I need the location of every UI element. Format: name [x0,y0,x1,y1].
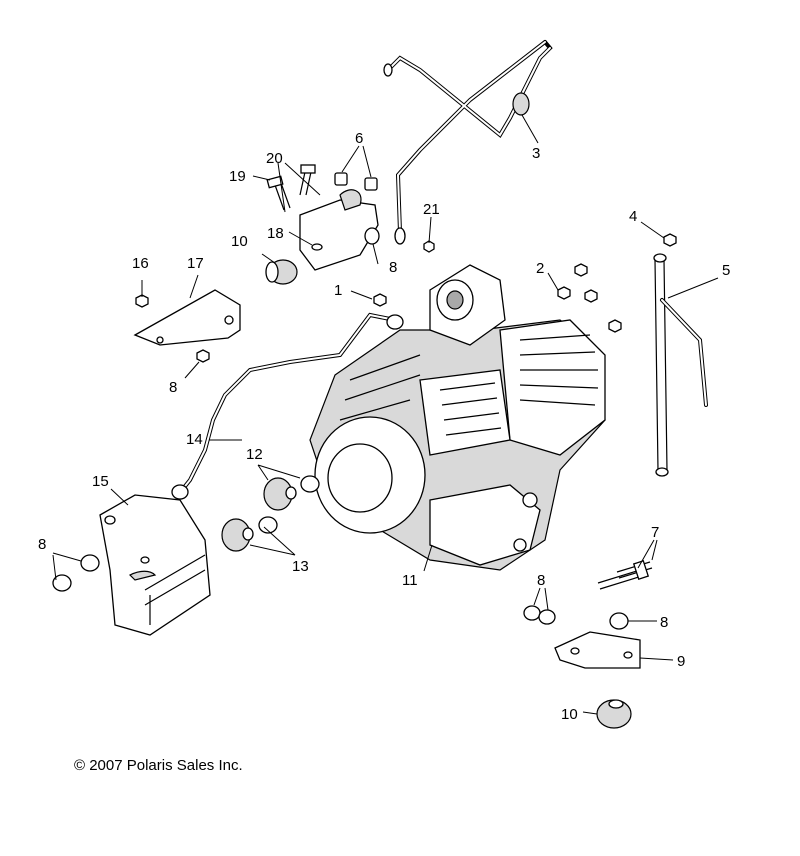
engine-mount-12 [263,475,320,511]
callout-18: 18 [267,225,284,242]
engine-mounting-bolts [557,263,622,333]
callout-5: 5 [722,262,730,279]
breather-tube-14 [171,312,404,500]
callout-20: 20 [266,150,283,167]
engine-mount-10-upper [265,259,298,285]
callout-8-lower-right-b: 8 [660,614,668,631]
copyright-notice: © 2007 Polaris Sales Inc. [74,757,243,774]
callout-8-lower-right-a: 8 [537,572,545,589]
nuts-6 [334,172,378,191]
stabilizer-rod [653,253,708,477]
leader-lines [52,114,719,715]
callout-1: 1 [334,282,342,299]
callout-21: 21 [423,201,440,218]
callout-15: 15 [92,473,109,490]
nut-1 [373,293,387,307]
callout-8-lower-left: 8 [38,536,46,553]
bracket-17 [133,289,241,346]
callout-17: 17 [187,255,204,272]
nuts-8-lower-right [523,605,629,630]
callout-labels: 1 2 3 4 5 6 7 8 8 8 8 8 9 10 10 11 12 13… [38,130,730,723]
nut-4 [663,233,677,247]
callout-2: 2 [536,260,544,277]
bolts-7 [597,560,653,590]
callout-14: 14 [186,431,203,448]
callout-11: 11 [402,572,418,589]
callout-9: 9 [677,653,685,670]
callout-10-lower: 10 [561,706,578,723]
callout-13: 13 [292,558,309,575]
callout-7: 7 [651,524,659,541]
callout-3: 3 [532,145,540,162]
callout-6: 6 [355,130,363,147]
bolts-20 [266,164,316,211]
engine-assembly [309,264,606,571]
callout-16: 16 [132,255,149,272]
callout-8-upper: 8 [389,259,397,276]
washer-8-lower-left-a [80,554,100,572]
nut-8-left [196,349,210,363]
upper-bracket [299,189,379,271]
callout-8-left: 8 [169,379,177,396]
breather-hose [383,40,553,245]
washer-8-upper [364,227,380,245]
callout-4: 4 [629,208,637,225]
engine-mount-13 [221,516,278,552]
bracket-9 [554,631,641,669]
bracket-15 [99,494,211,636]
callout-10-upper: 10 [231,233,248,250]
washer-8-lower-left-b [52,574,72,592]
engine-mount-10-lower [596,699,632,729]
callout-19: 19 [229,168,246,185]
callout-12: 12 [246,446,263,463]
